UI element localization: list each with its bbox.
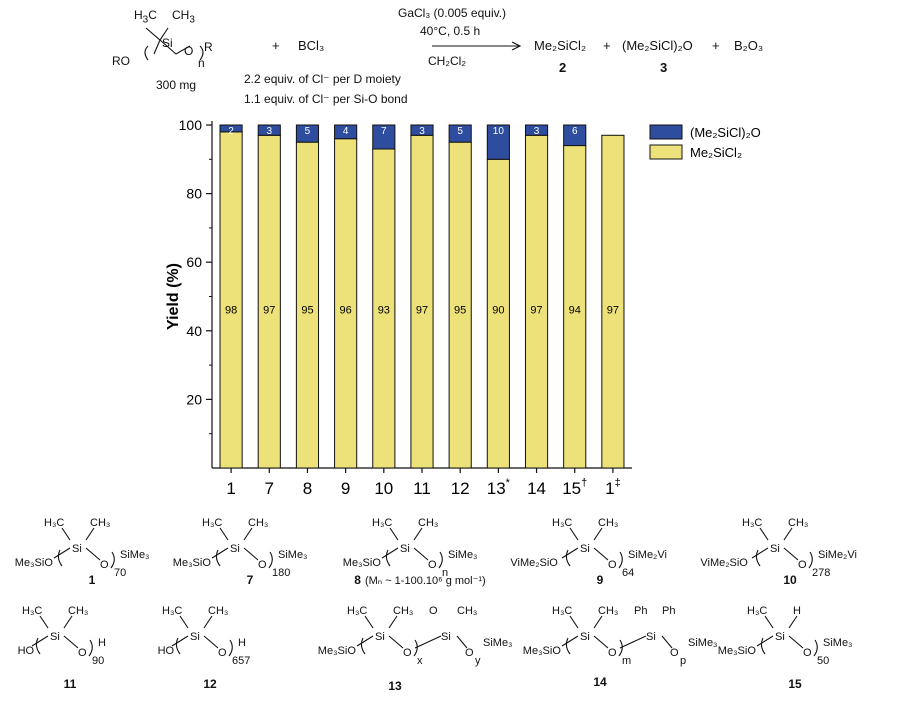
bar-me2sicl2o [295,124,320,143]
bar-label-me2sicl2o: 5 [457,126,463,137]
byproduct-b2o3: B₂O₃ [734,38,764,53]
bar-me2sicl2o [410,124,434,136]
reactant-o: O [184,44,194,58]
bar-label-me2sicl2: 93 [378,305,390,317]
bar-label-me2sicl2o: 5 [305,126,311,137]
bar-me2sicl2 [219,131,243,469]
bar-me2sicl2o [334,124,358,140]
bar-me2sicl2 [524,134,549,469]
catalyst: GaCl₃ (0.005 equiv.) [398,6,507,20]
bar-label-me2sicl2: 97 [416,305,428,317]
reactant-r: R [204,40,213,54]
bar-me2sicl2o [219,124,243,133]
bar-label-me2sicl2o: 3 [534,126,540,137]
product-3: (Me₂SiCl)₂O [622,38,693,53]
plus-sign-3: + [712,38,720,53]
bar-label-me2sicl2: 97 [263,305,275,317]
bar-label-me2sicl2o: 3 [419,126,425,137]
legend-label-me2sicl2o: (Me₂SiCl)₂O [690,125,761,140]
x-tick-label: 7 [265,479,274,498]
y-tick-label: 80 [186,186,202,202]
bar-me2sicl2o [372,124,396,150]
product-2-number: 2 [559,60,567,75]
y-tick-label: 60 [186,254,202,270]
bar-label-me2sicl2: 94 [569,305,581,317]
solvent: CH₂Cl₂ [428,54,466,68]
bar-me2sicl2o [524,124,549,136]
bar-label-me2sicl2: 96 [340,305,352,317]
bar-me2sicl2o [257,124,281,136]
x-tick-label: 13* [487,477,511,498]
reactant-ro: RO [112,54,130,68]
bar-label-me2sicl2: 97 [607,305,619,317]
bar-label-me2sicl2o: 2 [228,126,234,137]
x-tick-label: 1‡ [605,477,621,498]
product-2: Me₂SiCl₂ [534,38,586,53]
legend-label-me2sicl2: Me₂SiCl₂ [690,145,742,160]
y-tick-label: 100 [179,117,203,133]
bar-me2sicl2o [486,124,510,160]
reactant-bonds [145,27,191,55]
reaction-scheme [144,27,522,61]
y-axis-label: Yield (%) [165,263,182,330]
x-tick-label: 1 [226,479,235,498]
bar-label-me2sicl2o: 10 [493,126,505,137]
x-tick-label: 8 [303,479,312,498]
reaction-arrow [432,41,522,51]
bar-me2sicl2 [334,138,358,469]
x-tick-label: 10 [374,479,393,498]
conditions: 40°C, 0.5 h [420,24,481,38]
bar-me2sicl2 [410,134,434,469]
plus-sign-1: + [272,38,280,53]
bar-label-me2sicl2: 97 [530,305,542,317]
bar-label-me2sicl2: 95 [454,305,466,317]
legend-swatch-me2sicl2o [649,124,683,140]
note-si-o-bond: 1.1 equiv. of Cl⁻ per Si-O bond [244,92,408,106]
y-tick-label: 20 [186,391,202,407]
bar-me2sicl2o [563,124,587,147]
bar-label-me2sicl2o: 7 [381,126,387,137]
product-3-number: 3 [660,60,668,75]
bar-label-me2sicl2o: 4 [343,126,349,137]
reactant-ch3: CH3 [172,8,195,26]
x-tick-label: 9 [341,479,350,498]
x-tick-label: 11 [413,479,431,498]
bar-me2sicl2 [601,134,625,469]
bar-label-me2sicl2: 98 [225,305,237,317]
plus-sign-2: + [603,38,611,53]
x-tick-label: 12 [451,479,470,498]
bar-me2sicl2o [448,124,472,143]
y-tick-label: 40 [186,323,202,339]
reagent-bcl3: BCl₃ [298,38,325,53]
legend-swatch-me2sicl2 [649,144,683,160]
reactant-mass: 300 mg [156,78,197,92]
bar-me2sicl2 [257,134,281,469]
reactant-brackets [144,45,204,61]
note-d-moiety: 2.2 equiv. of Cl⁻ per D moiety [244,72,401,86]
x-tick-label: 14 [527,479,546,498]
bar-label-me2sicl2o: 6 [572,126,578,137]
x-tick-label: 15† [562,477,587,498]
reactant-h3c: H3C [134,8,157,26]
reactant-si: Si [162,36,173,50]
bar-label-me2sicl2o: 3 [266,126,272,137]
bar-label-me2sicl2: 90 [492,305,504,317]
reactant-n: n [198,56,205,70]
bar-label-me2sicl2: 95 [301,305,313,317]
